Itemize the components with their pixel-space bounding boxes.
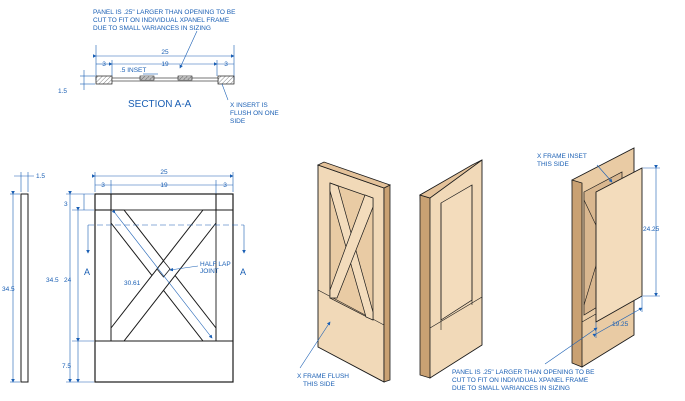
section-note-leader — [179, 30, 198, 69]
panel-note-line-1: PANEL IS .25" LARGER THAN OPENING TO BE — [452, 369, 595, 376]
panel-note-leader — [544, 327, 598, 365]
section-stile-left — [95, 75, 113, 85]
insert-note-line-3: SIDE — [230, 118, 246, 125]
section-panel — [111, 77, 219, 82]
iso-door-exploded: X FRAME INSET THIS SIDE 24.25 19.25 PANE… — [452, 147, 660, 392]
front-dim-x-height: 24 — [64, 277, 72, 284]
iso-dim-panel-height: 24.25 — [643, 226, 660, 233]
side-view-stile — [20, 193, 29, 383]
flush-note-leader — [299, 321, 331, 369]
iso1-top — [316, 161, 392, 189]
insert-note-line-2: FLUSH ON ONE — [230, 110, 279, 117]
iso2-edge — [419, 194, 431, 379]
iso1-x-member-2 — [329, 194, 374, 299]
iso-dim-panel-width: 19.25 — [612, 321, 629, 328]
flush-note-line-2: THIS SIDE — [303, 381, 335, 388]
front-dim-height: 34.5 — [46, 277, 59, 284]
front-dim-stile-right: 3 — [223, 182, 227, 189]
iso2-rail — [429, 296, 483, 329]
section-dim-stile-right: 3 — [224, 61, 228, 68]
section-dim-thickness: 1.5 — [58, 88, 67, 95]
side-view: 1.5 34.5 — [2, 172, 45, 383]
front-dim-top-rail: 3 — [64, 201, 68, 208]
iso2-panel — [440, 184, 473, 321]
section-marker-left: A — [84, 267, 90, 277]
side-dim-thickness: 1.5 — [36, 173, 45, 180]
section-dim-stile-left: 3 — [102, 61, 106, 68]
front-dim-diagonal: 30.61 — [124, 280, 141, 287]
joint-note-line-2: JOINT — [200, 268, 219, 275]
inset-note-line-1: X FRAME INSET — [537, 153, 587, 160]
front-dim-overall: 25 — [160, 169, 168, 176]
section-marker-right: A — [240, 267, 246, 277]
panel-note-line-3: DUE TO SMALL VARIANCES IN SIZING — [452, 385, 570, 392]
section-dim-overall: 25 — [161, 49, 169, 56]
iso-door-back — [418, 159, 483, 379]
front-dim-stile-left: 3 — [101, 182, 105, 189]
side-dim-height: 34.5 — [2, 286, 15, 293]
section-title: SECTION A-A — [128, 99, 192, 110]
panel-note-line-2: CUT TO FIT ON INDIVIDUAL XPANEL FRAME — [452, 377, 589, 384]
iso2-top — [418, 159, 483, 199]
section-dim-inset: .5 INSET — [120, 67, 146, 74]
front-view: 25 3 19 3 34.5 3 24 7.5 A — [46, 169, 246, 383]
section-dim-inner: 19 — [161, 61, 169, 68]
insert-note-line-1: X INSERT IS — [230, 102, 268, 109]
iso1-edge — [383, 184, 391, 383]
section-a-a: PANEL IS .25" LARGER THAN OPENING TO BE … — [58, 9, 279, 125]
section-x-member — [177, 75, 193, 81]
section-stile-right — [217, 75, 235, 85]
iso3-panel — [595, 167, 643, 323]
dim-line-diagonal — [111, 209, 213, 339]
section-note-line-3: DUE TO SMALL VARIANCES IN SIZING — [93, 25, 211, 32]
iso-door-flush: X FRAME FLUSH THIS SIDE — [297, 161, 392, 388]
section-note-line-2: CUT TO FIT ON INDIVIDUAL XPANEL FRAME — [93, 17, 230, 24]
front-dim-bottom: 7.5 — [62, 363, 71, 370]
section-x-member — [139, 75, 155, 81]
dim-line-panel-width — [592, 307, 643, 338]
front-dim-inner: 19 — [160, 182, 168, 189]
joint-note-line-1: HALF LAP — [200, 261, 231, 268]
flush-note-line-1: X FRAME FLUSH — [297, 373, 349, 380]
joint-note-leader — [169, 265, 199, 272]
inset-note-line-2: THIS SIDE — [537, 161, 569, 168]
inset-note-leader — [596, 164, 613, 183]
iso3-edge — [571, 179, 583, 368]
insert-note-leader — [221, 83, 229, 101]
section-note-line-1: PANEL IS .25" LARGER THAN OPENING TO BE — [93, 9, 236, 16]
